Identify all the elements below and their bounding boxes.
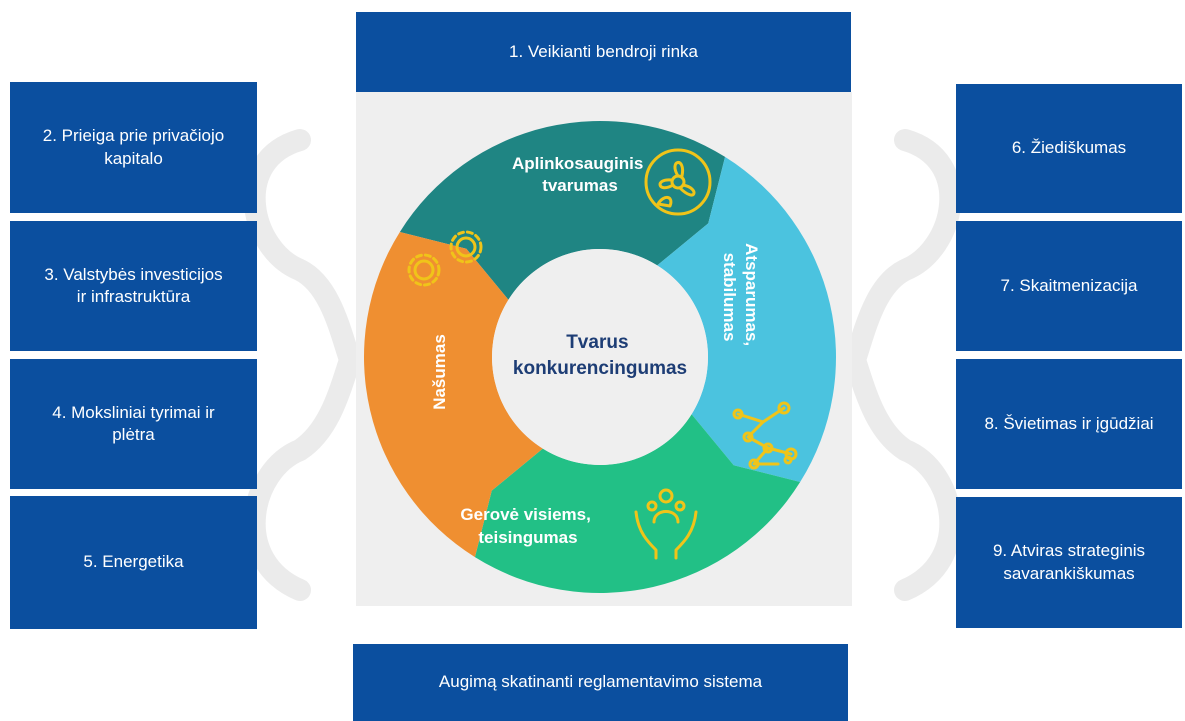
- segment-environmental-sustainability: [399, 121, 726, 300]
- right-box-education-skills: 8. Švietimas ir įgūdžiai: [956, 359, 1182, 489]
- segment-wellbeing-fairness: [474, 414, 801, 593]
- right-box-digitalisation: 7. Skaitmenizacija: [956, 221, 1182, 351]
- center-label: Tvarus konkurencingumas: [513, 332, 687, 379]
- segment-productivity: [364, 231, 543, 558]
- left-box-public-investment: 3. Valstybės investicijos ir infrastrukt…: [10, 221, 257, 351]
- propeller-leaf-icon: [644, 148, 712, 216]
- wheel-center-hole: [492, 249, 708, 465]
- segment-label-wellbeing: Gerovė visiems, teisingumas: [460, 505, 595, 547]
- segment-label-productivity-line-1: Našumas: [430, 334, 449, 410]
- segment-label-wellbeing-line-1: Gerovė visiems,: [460, 505, 590, 524]
- segment-label-resilience: Atsparumas, stabilumas: [720, 243, 761, 351]
- bottom-box: Augimą skatinanti reglamentavimo sistema: [353, 644, 848, 721]
- left-box-private-capital: 2. Prieiga prie privačiojo kapitalo: [10, 82, 257, 213]
- network-nodes-icon: [732, 401, 798, 470]
- segment-label-environmental-line-2: tvarumas: [542, 176, 618, 195]
- segment-label-environmental-line-1: Aplinkosauginis: [512, 154, 643, 173]
- segment-label-resilience-line-2: stabilumas: [720, 253, 739, 342]
- sustainability-wheel: Tvarus konkurencingumas Aplinkosauginis …: [364, 121, 836, 593]
- right-box-strategic-autonomy: 9. Atviras strateginis savarankiškumas: [956, 497, 1182, 628]
- gears-icon: [407, 230, 483, 287]
- center-label-line-2: konkurencingumas: [513, 358, 687, 379]
- segment-label-resilience-line-1: Atsparumas,: [742, 243, 761, 346]
- top-box: 1. Veikianti bendroji rinka: [356, 12, 851, 92]
- center-label-line-1: Tvarus: [566, 332, 628, 353]
- left-box-energy: 5. Energetika: [10, 496, 257, 629]
- right-box-circularity: 6. Žiediškumas: [956, 84, 1182, 213]
- left-box-research: 4. Moksliniai tyrimai ir plėtra: [10, 359, 257, 489]
- hands-people-icon: [634, 488, 698, 560]
- segment-label-productivity: Našumas: [430, 334, 449, 410]
- segment-resilience-stability: [657, 156, 836, 483]
- segment-label-wellbeing-line-2: teisingumas: [478, 528, 577, 547]
- segment-label-environmental: Aplinkosauginis tvarumas: [512, 154, 648, 195]
